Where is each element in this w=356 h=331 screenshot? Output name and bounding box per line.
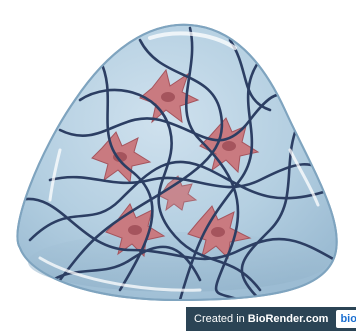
biorender-watermark[interactable]: Created in BioRender.com bio (186, 307, 356, 331)
biorender-logo: bio (336, 310, 356, 328)
watermark-brand: BioRender.com (248, 313, 329, 325)
watermark-prefix: Created in (194, 313, 245, 325)
